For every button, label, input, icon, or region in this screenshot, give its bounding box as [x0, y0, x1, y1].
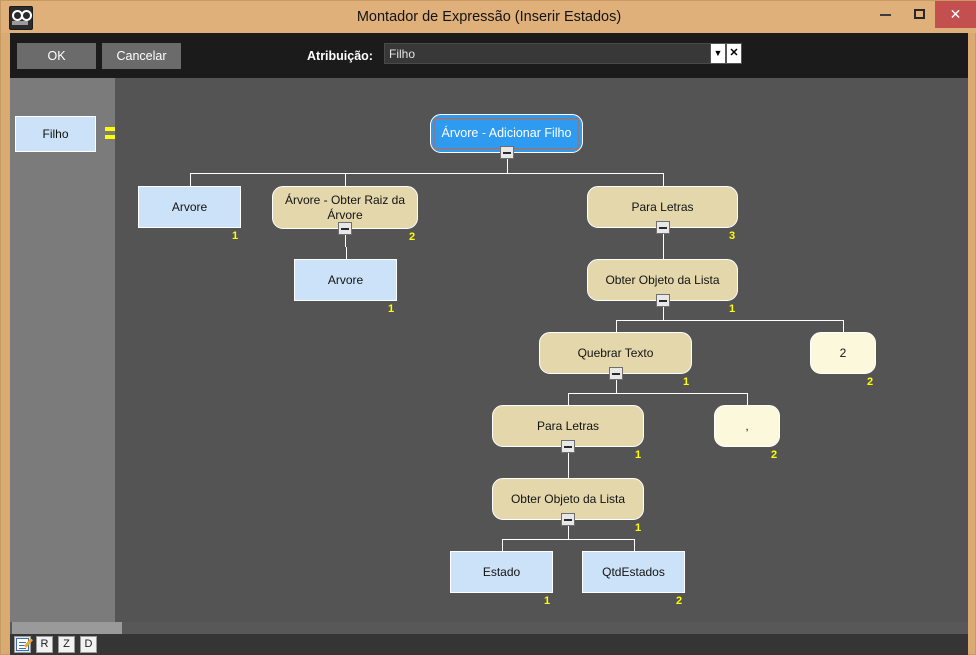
clear-icon[interactable]: ✕ [726, 43, 742, 64]
collapse-toggle[interactable] [561, 513, 575, 526]
binoculars-icon [9, 6, 33, 30]
tree-node-label: QtdEstados [602, 564, 665, 579]
tree-connector [568, 466, 569, 478]
ok-button[interactable]: OK [17, 43, 96, 69]
collapse-toggle[interactable] [500, 146, 514, 159]
tree-node-label: 2 [839, 345, 847, 360]
tree-connector [662, 301, 664, 320]
tree-node-label: , [745, 418, 749, 433]
tree-node[interactable]: Estado [450, 551, 553, 593]
tree-node-label: Árvore - Obter Raiz da Árvore [284, 192, 406, 222]
tree-node[interactable]: Arvore [294, 259, 397, 301]
tree-node[interactable]: Obter Objeto da Lista [587, 259, 738, 301]
tree-node-label: Arvore [327, 272, 364, 287]
tree-node-label: Obter Objeto da Lista [510, 491, 626, 506]
tree-node[interactable]: Arvore [138, 186, 241, 228]
chevron-down-icon[interactable]: ▼ [710, 43, 726, 64]
tree-connector [633, 539, 635, 551]
tree-node-label: Obter Objeto da Lista [605, 272, 720, 287]
tree-connector [345, 229, 346, 247]
tree-connector [615, 320, 617, 332]
minus-icon [564, 446, 572, 448]
tree-node-index: 2 [676, 595, 683, 607]
tree-connector [662, 228, 664, 247]
tree-node-index: 1 [544, 595, 551, 607]
minus-icon [341, 228, 349, 230]
d-button[interactable]: D [80, 636, 97, 653]
tree-connector [501, 539, 634, 540]
toolbar: OK Cancelar Atribuição: Filho ▼ ✕ [10, 33, 968, 78]
maximize-button[interactable] [903, 1, 935, 28]
minus-icon [612, 373, 620, 375]
minus-icon [503, 152, 511, 154]
tree-node[interactable]: Árvore - Obter Raiz da Árvore [272, 186, 418, 229]
tree-connector [189, 173, 663, 174]
tree-connector [568, 393, 569, 405]
tree-connector [345, 173, 346, 186]
tree-node[interactable]: QtdEstados [582, 551, 685, 593]
tree-node-index: 2 [867, 376, 874, 388]
assignment-pane: Filho [10, 78, 119, 622]
tree-node[interactable]: Para Letras [587, 186, 738, 228]
tree-connector [506, 153, 508, 173]
tree-connector [662, 173, 664, 186]
tree-connector [615, 320, 843, 321]
tree-connector [568, 520, 569, 539]
tree-connector [189, 173, 191, 186]
collapse-toggle[interactable] [609, 367, 623, 380]
z-button[interactable]: Z [58, 636, 75, 653]
tree-connector [662, 247, 664, 259]
tree-node-label: Para Letras [536, 418, 600, 433]
tree-node-index: 1 [729, 303, 736, 315]
tree-connector [747, 393, 748, 405]
tree-node[interactable]: , [714, 405, 780, 447]
tree-node-index: 2 [771, 449, 778, 461]
tree-node-index: 1 [635, 522, 642, 534]
tree-node-label: Arvore [171, 199, 208, 214]
tree-connector [501, 539, 503, 551]
assignment-target-node[interactable]: Filho [15, 116, 96, 152]
close-button[interactable]: ✕ [935, 1, 976, 28]
collapse-toggle[interactable] [561, 440, 575, 453]
tree-connector [615, 374, 617, 393]
attribution-input[interactable]: Filho [384, 43, 711, 64]
tree-node-index: 1 [683, 376, 690, 388]
collapse-toggle[interactable] [338, 222, 352, 235]
tree-node-index: 1 [388, 303, 395, 315]
tree-connector [345, 247, 347, 259]
window-title: Montador de Expressão (Inserir Estados) [356, 9, 622, 25]
minimize-button[interactable] [867, 1, 903, 28]
minus-icon [659, 227, 667, 229]
horizontal-scrollbar[interactable] [10, 622, 968, 634]
status-bar: R Z D [10, 634, 968, 655]
collapse-toggle[interactable] [656, 221, 670, 234]
tree-connector [568, 447, 569, 466]
minus-icon [564, 519, 572, 521]
edit-expression-button[interactable] [14, 636, 33, 653]
scrollbar-thumb[interactable] [12, 622, 122, 634]
tree-node-label: Para Letras [631, 199, 694, 214]
tree-node-index: 3 [729, 230, 736, 242]
collapse-toggle[interactable] [656, 294, 670, 307]
tree-connector [568, 393, 747, 394]
equals-icon [105, 127, 119, 139]
tree-node[interactable]: 2 [810, 332, 876, 374]
r-button[interactable]: R [36, 636, 53, 653]
tree-node-index: 2 [409, 231, 416, 243]
minus-icon [659, 300, 667, 302]
title-bar: Montador de Expressão (Inserir Estados) … [1, 1, 976, 33]
tree-node-label: Estado [482, 564, 521, 579]
tree-node-index: 1 [635, 449, 642, 461]
tree-node-label: Quebrar Texto [577, 345, 654, 360]
cancel-button[interactable]: Cancelar [102, 43, 181, 69]
tree-node-index: 1 [232, 230, 239, 242]
attribution-label: Atribuição: [307, 49, 373, 63]
tree-node-label: Árvore - Adicionar Filho [441, 125, 572, 140]
edit-icon [16, 638, 33, 651]
tree-connector [843, 320, 844, 332]
